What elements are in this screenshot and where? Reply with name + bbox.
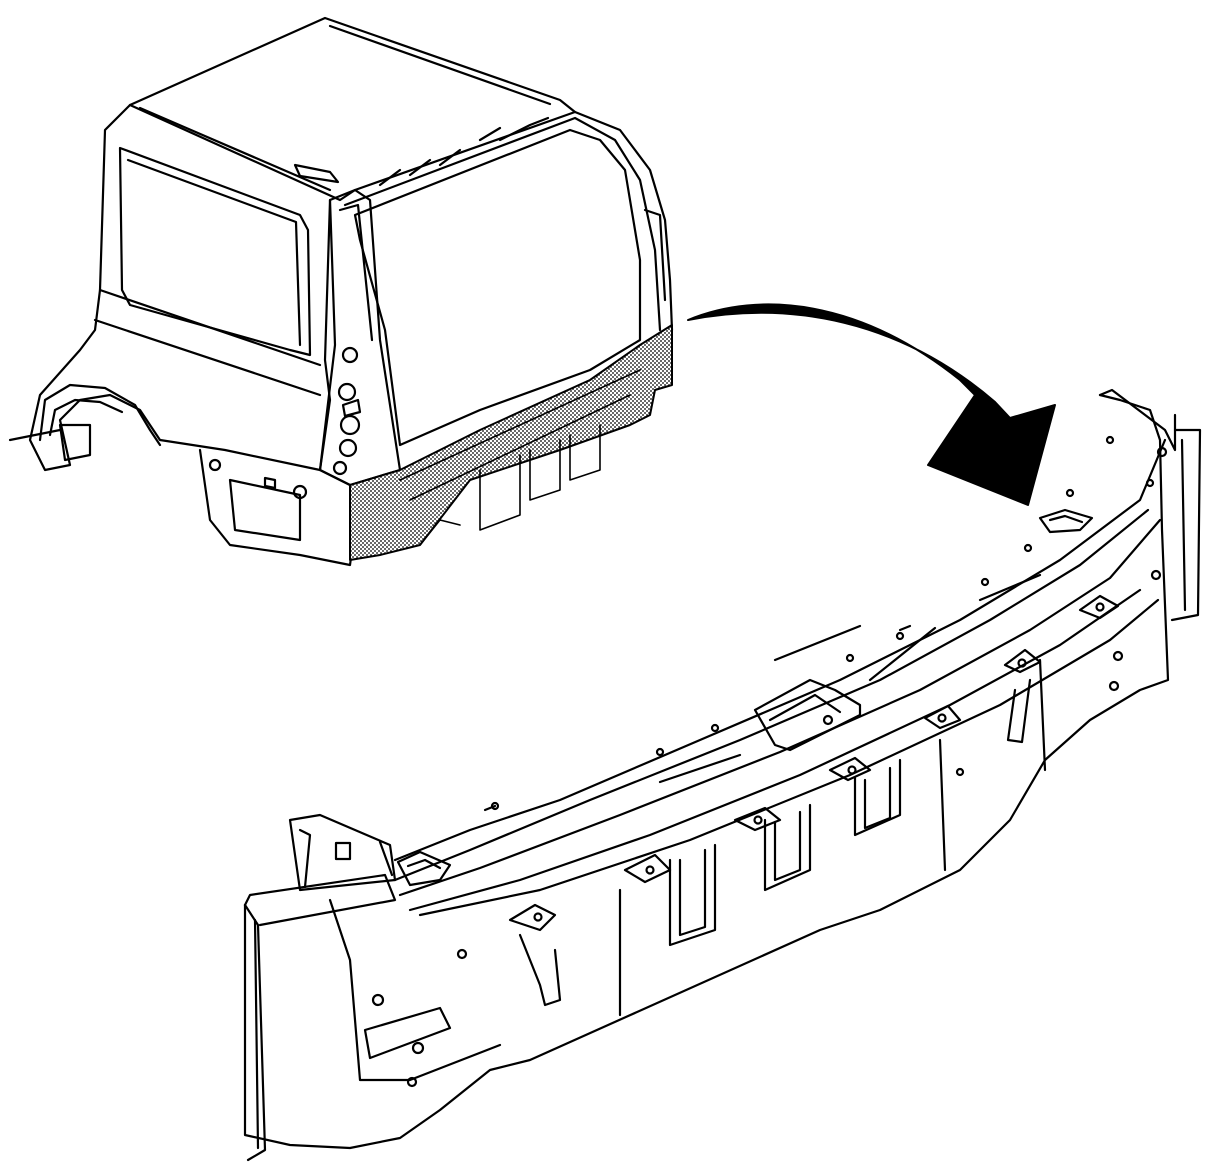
rear-panel-highlight <box>349 324 673 561</box>
vehicle-body <box>8 16 674 567</box>
mount-tab <box>828 756 872 782</box>
channel <box>853 758 902 837</box>
mount-tab <box>733 806 782 832</box>
lower-left-bracket <box>518 933 562 1007</box>
channel <box>763 803 812 892</box>
wheel-well <box>38 383 162 447</box>
rear-panel-part <box>243 388 1202 1162</box>
left-end-flange <box>243 903 267 1162</box>
right-slot <box>1038 508 1094 534</box>
side-window <box>118 146 312 357</box>
mount-tab <box>1078 594 1120 620</box>
mount-tab <box>508 903 557 932</box>
rear-panel-highlight-detail <box>399 369 641 546</box>
crossmember-top <box>393 438 1167 862</box>
mount-tab <box>923 704 962 730</box>
roof <box>128 16 577 202</box>
center-bracket <box>753 678 862 752</box>
left-slot <box>396 850 452 887</box>
mount-tab <box>1003 648 1042 674</box>
rear-lower-body <box>198 448 362 567</box>
channel <box>668 843 717 947</box>
curved-arrow <box>687 303 1056 506</box>
rear-panel-outline <box>243 393 1170 1150</box>
right-end-flange <box>1098 388 1177 452</box>
rear-window-opening <box>353 128 642 447</box>
side-panel <box>28 103 332 472</box>
lower-right-bracket <box>1006 678 1032 744</box>
